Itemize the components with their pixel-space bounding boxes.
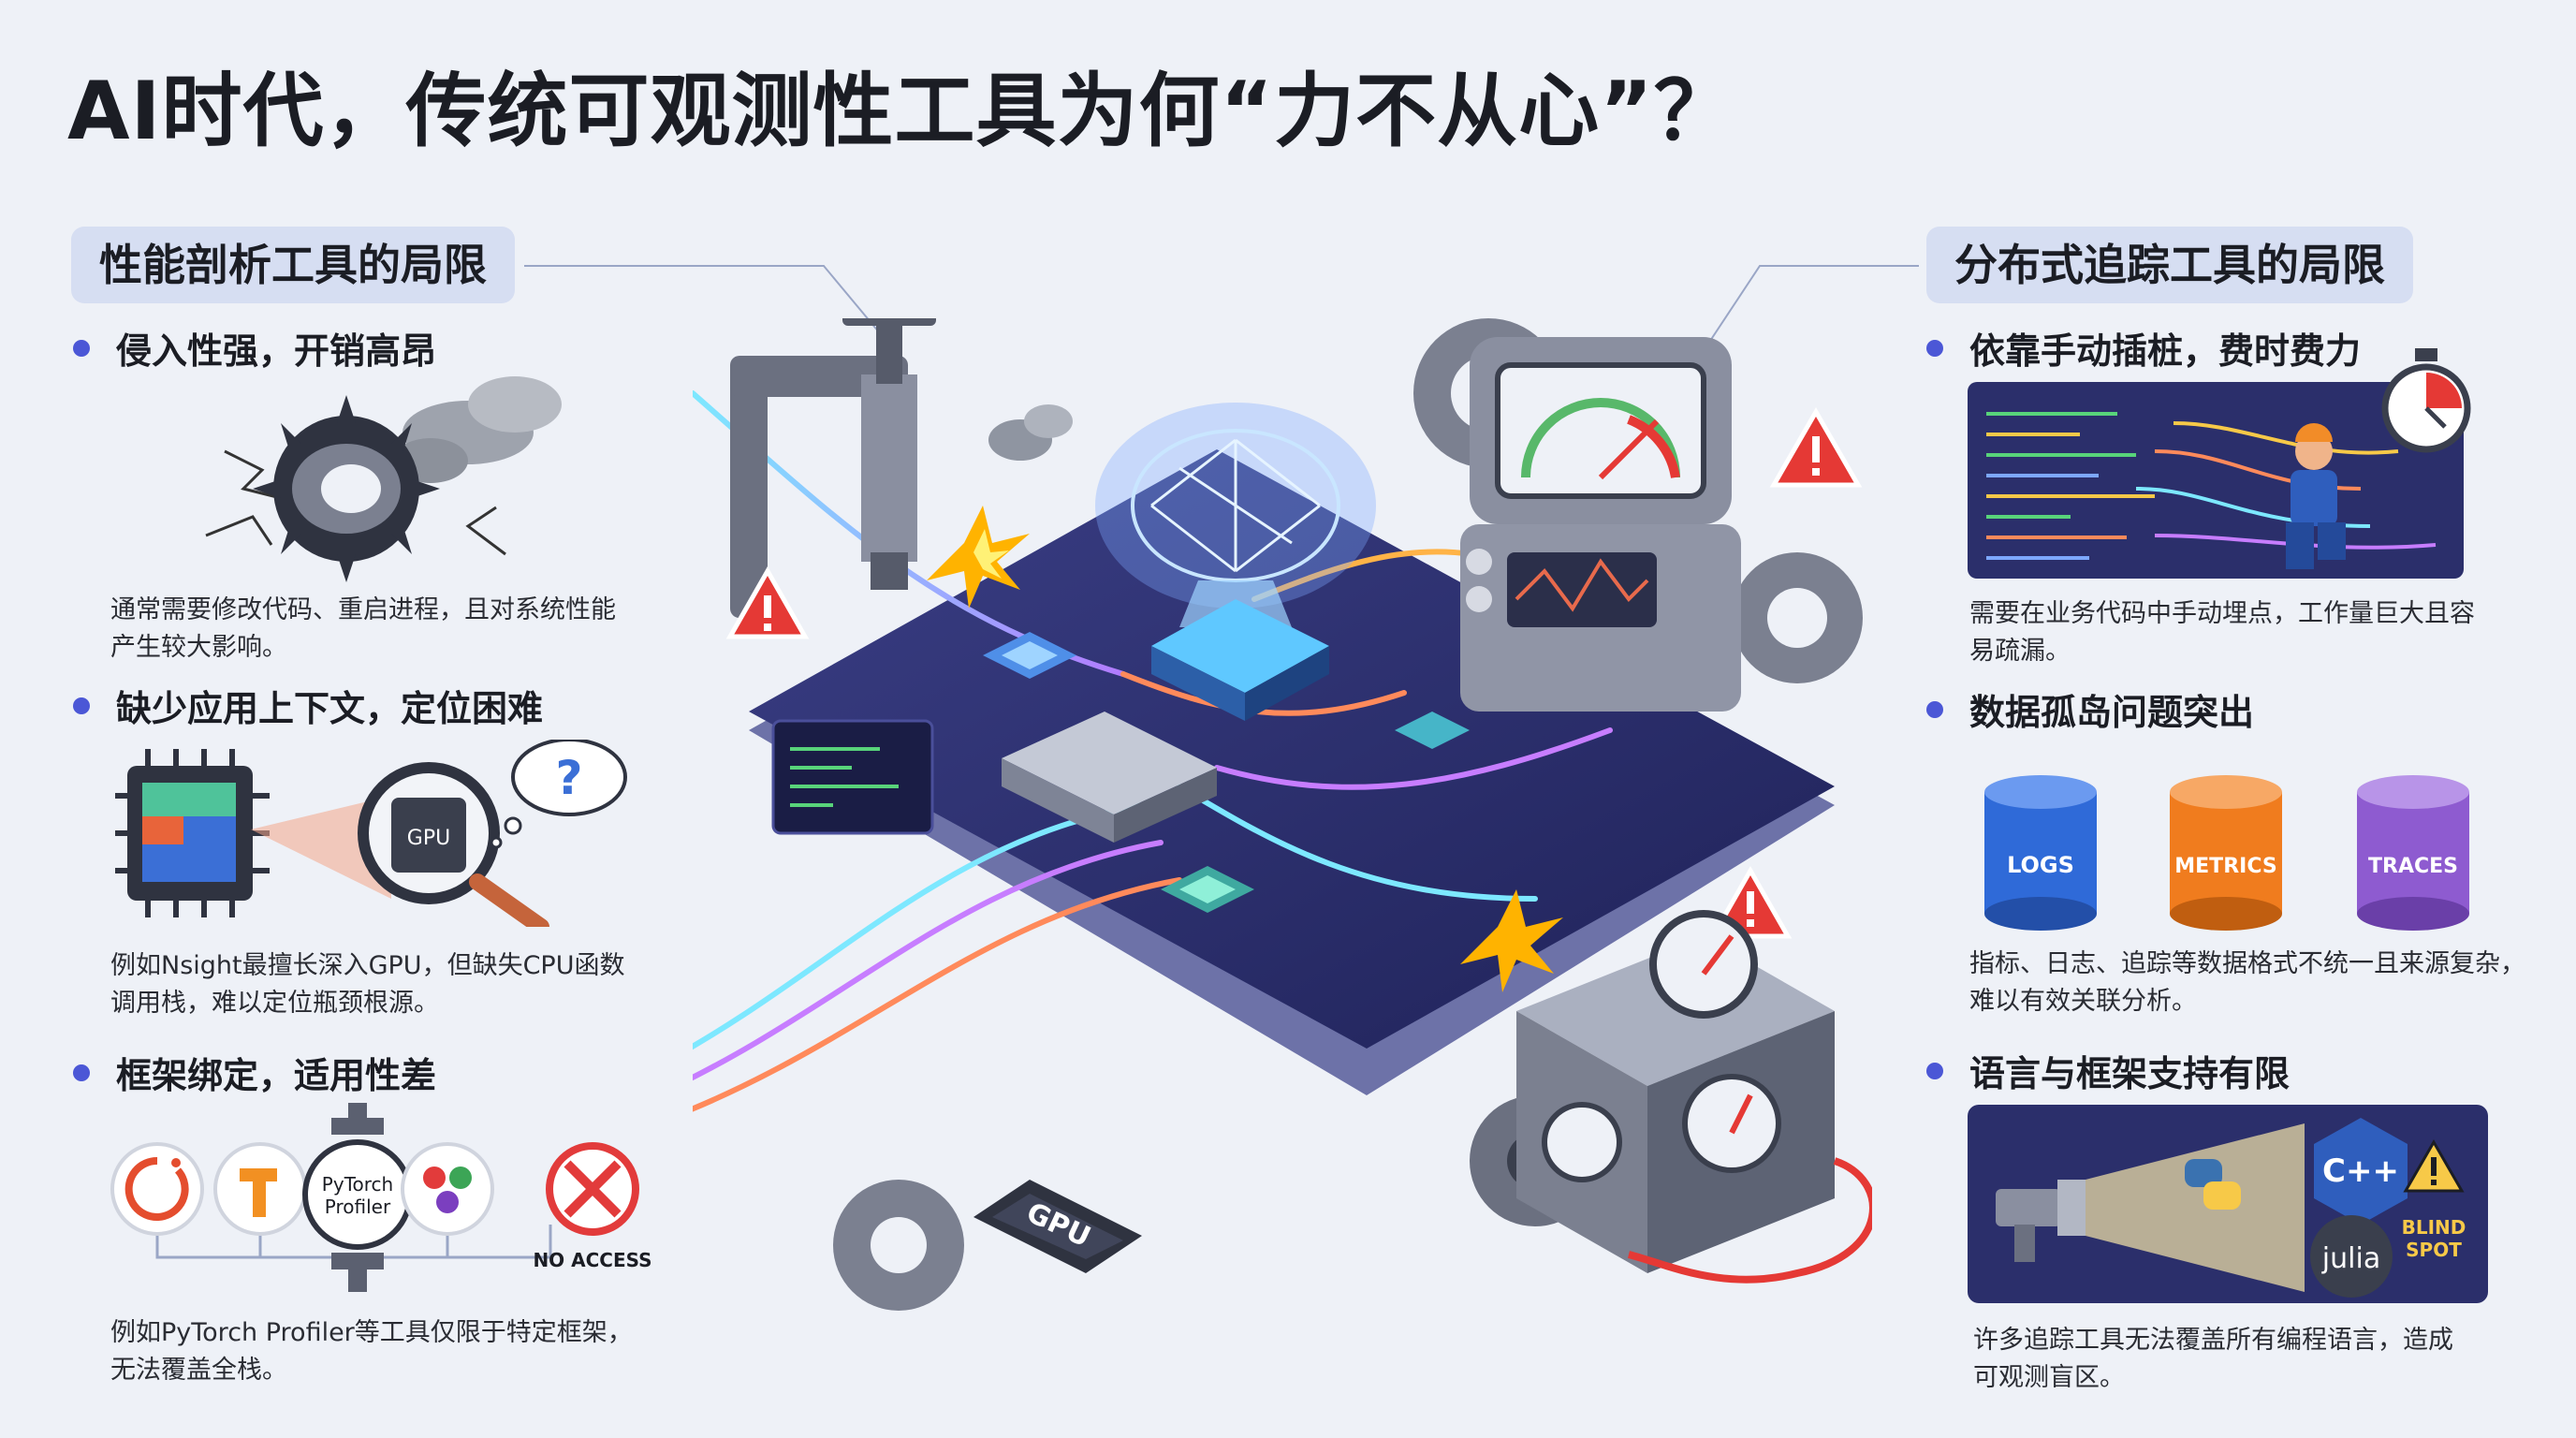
gauge-engine — [1516, 910, 1872, 1284]
stopwatch-icon — [2381, 348, 2471, 453]
spiked-gear-icon — [253, 395, 440, 582]
traces-database-icon: TRACES — [2357, 775, 2469, 931]
worker-figure — [2286, 423, 2346, 569]
right-item-1-desc: 需要在业务代码中手动埋点，工作量巨大且容 易疏漏。 — [1969, 599, 2475, 666]
traces-label: TRACES — [2368, 855, 2458, 878]
central-ai-board-illustration: GPU — [693, 318, 1872, 1311]
profiler-label-line2: Profiler — [325, 1196, 391, 1218]
profiler-label-line1: PyTorch — [322, 1173, 393, 1196]
blind-spot-warning-icon: BLIND SPOT — [2402, 1138, 2466, 1261]
question-mark: ? — [555, 751, 582, 805]
bullet-dot — [1926, 1062, 1943, 1079]
left-item-3-desc: 例如PyTorch Profiler等工具仅限于特定框架， 无法覆盖全栈。 — [110, 1318, 633, 1385]
data-silos-illustration: LOGS METRICS TRACES — [1984, 775, 2469, 931]
question-cloud-icon: ? — [490, 740, 627, 849]
spark-icon-right — [1460, 889, 1563, 992]
no-access-icon: NO ACCESS — [533, 1142, 652, 1271]
right-item-3-title: 语言与框架支持有限 — [1926, 1045, 2290, 1096]
dots-framework-icon — [401, 1142, 494, 1236]
bullet-dot — [73, 697, 90, 714]
focus-beam — [251, 796, 391, 899]
right-item-1-title: 依靠手动插桩，费时费力 — [1926, 322, 2361, 374]
logs-label: LOGS — [2007, 852, 2074, 878]
left-item-1-title: 侵入性强，开销高昂 — [73, 322, 436, 374]
memory-module — [1002, 712, 1217, 843]
smoke-icon — [393, 376, 562, 483]
warning-icon-left — [725, 565, 810, 639]
python-icon — [2185, 1159, 2241, 1210]
bullet-dot — [73, 1064, 90, 1081]
logs-database-icon: LOGS — [1984, 775, 2097, 931]
tensorflow-icon — [213, 1142, 307, 1236]
gear-icon-bottom — [833, 1180, 964, 1311]
bullet-dot — [1926, 339, 1943, 357]
warning-icon-top-right — [1769, 406, 1863, 488]
cracks-icon — [205, 449, 506, 556]
spark-icon — [927, 506, 1030, 609]
code-lines — [1986, 412, 2155, 560]
magnifier-icon: GPU — [358, 762, 549, 927]
page-title: AI时代，传统可观测性工具为何“力不从心”？ — [67, 65, 1735, 158]
blind-spot-line2: SPOT — [2406, 1239, 2462, 1261]
gpu-chip-label: GPU — [407, 827, 450, 850]
pytorch-icon — [110, 1142, 204, 1236]
right-item-2-title: 数据孤岛问题突出 — [1926, 683, 2254, 735]
framework-icons-illustration: PyTorch Profiler NO ACCESS — [110, 1103, 652, 1292]
left-item-1-desc: 通常需要修改代码、重启进程，且对系统性能 产生较大影响。 — [110, 595, 616, 662]
right-item-2-desc: 指标、日志、追踪等数据格式不统一且来源复杂， 难以有效关联分析。 — [1969, 949, 2525, 1016]
julia-icon: julia — [2310, 1215, 2393, 1298]
blind-spot-line1: BLIND — [2402, 1216, 2466, 1239]
left-item-2-title: 缺少应用上下文，定位困难 — [73, 680, 543, 731]
ai-processor-chip — [1151, 599, 1329, 721]
left-item-2-desc: 例如Nsight最擅长深入GPU，但缺失CPU函数 调用栈，难以定位瓶颈根源。 — [110, 951, 625, 1018]
cpu-gpu-magnifier-illustration: GPU ? — [115, 740, 627, 927]
manual-instrumentation-illustration — [1968, 348, 2471, 579]
left-section-heading: 性能剖析工具的局限 — [71, 227, 515, 303]
small-chip-1 — [983, 632, 1076, 679]
gauge-machine-top — [1460, 337, 1741, 712]
left-item-3-title: 框架绑定，适用性差 — [73, 1047, 436, 1098]
language-support-illustration: C++ julia BLIND SPOT — [1968, 1105, 2488, 1303]
julia-label: julia — [2321, 1242, 2380, 1275]
bullet-dot — [1926, 700, 1943, 718]
small-chip-4 — [1161, 866, 1254, 913]
cpp-icon: C++ — [2314, 1118, 2408, 1225]
gear-icon-right — [1732, 552, 1863, 683]
smoke-puff-icon — [988, 404, 1073, 461]
right-section-heading: 分布式追踪工具的局限 — [1926, 227, 2413, 303]
bullet-dot — [73, 339, 90, 357]
small-chip-3 — [1395, 712, 1470, 749]
cpu-chip-icon — [115, 749, 270, 917]
no-access-label: NO ACCESS — [533, 1249, 651, 1271]
gpu-chip-icon: GPU — [973, 1180, 1142, 1273]
metrics-label: METRICS — [2174, 855, 2276, 878]
clamp-icon: PyTorch Profiler — [302, 1103, 413, 1292]
flashlight-icon — [1996, 1123, 2305, 1292]
right-item-3-desc: 许多追踪工具无法覆盖所有编程语言，造成 可观测盲区。 — [1973, 1326, 2453, 1392]
metrics-database-icon: METRICS — [2170, 775, 2282, 931]
spiked-gear-smoke-illustration — [205, 376, 562, 582]
clamp-icon — [730, 318, 936, 618]
cpp-label: C++ — [2322, 1152, 2399, 1190]
